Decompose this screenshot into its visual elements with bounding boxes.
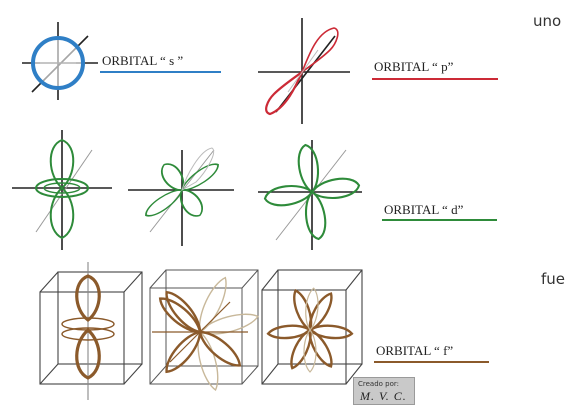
d-orbital-figure-1 — [12, 130, 112, 250]
d-orbital-figure-3 — [257, 137, 367, 250]
d-orbital-figure-2 — [127, 138, 237, 246]
credit-caption: Creado por: — [358, 380, 399, 388]
credit-badge: Creado por: M. V. C. — [353, 377, 415, 405]
credit-initials: M. V. C. — [360, 389, 407, 403]
p-orbital-label: ORBITAL “ p” — [374, 59, 454, 74]
s-orbital-label: ORBITAL “ s ” — [102, 53, 183, 68]
f-orbital-figure-3 — [261, 269, 363, 385]
p-orbital-figure — [258, 18, 350, 124]
f-orbital-figure-2 — [149, 269, 260, 392]
side-word-fue: fue — [541, 270, 566, 288]
f-orbital-label: ORBITAL “ f” — [376, 343, 453, 358]
f-orbital-figure-1 — [39, 262, 143, 400]
side-word-uno: uno — [533, 12, 562, 30]
d-orbital-label: ORBITAL “ d” — [384, 202, 464, 217]
s-orbital-figure — [22, 22, 98, 100]
